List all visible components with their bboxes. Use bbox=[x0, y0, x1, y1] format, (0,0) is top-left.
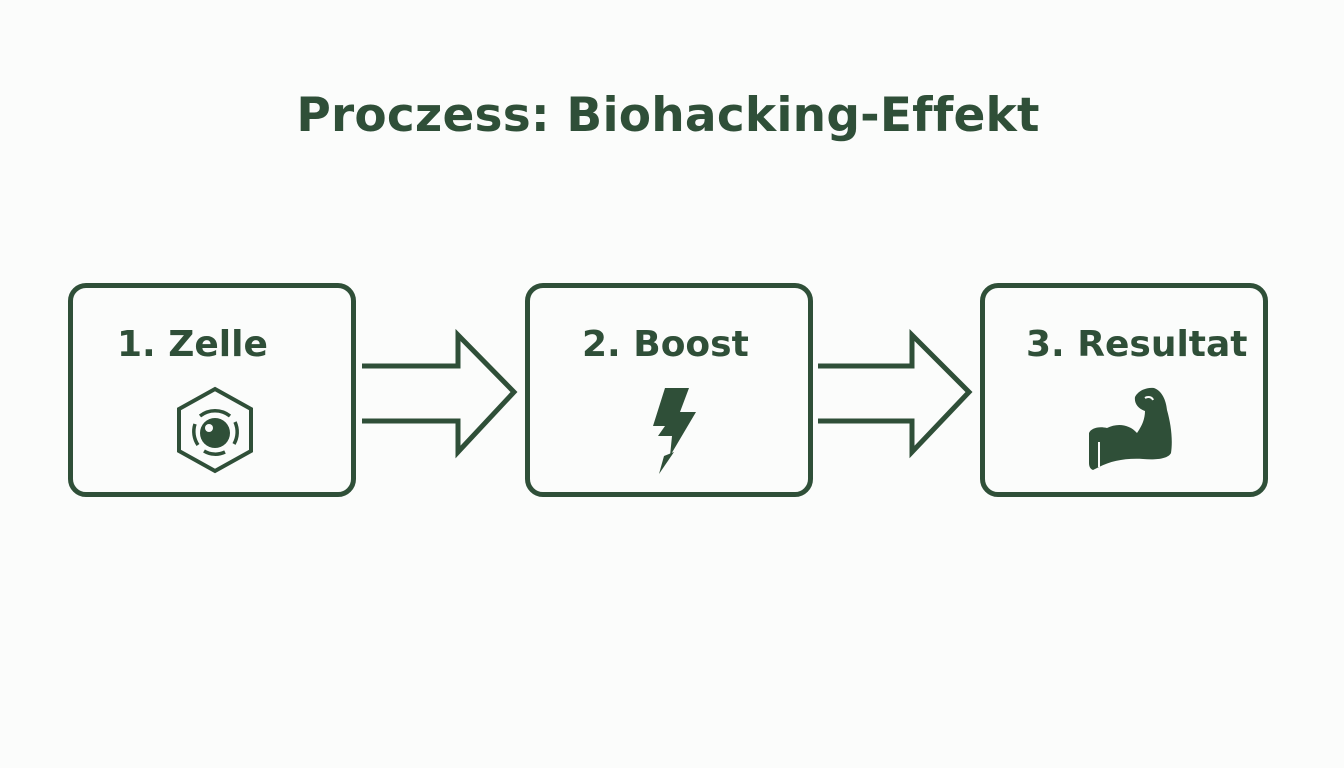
flexed-bicep-icon bbox=[1089, 387, 1172, 470]
step-box-zelle: 1. Zelle bbox=[68, 283, 356, 497]
diagram-title: Proczess: Biohacking-Effekt bbox=[296, 88, 1040, 143]
step-box-boost: 2. Boost bbox=[525, 283, 813, 497]
cell-icon bbox=[177, 386, 253, 474]
arrow-1-to-2 bbox=[362, 328, 518, 459]
step-box-resultat: 3. Resultat bbox=[980, 283, 1268, 497]
step-label: 2. Boost bbox=[582, 324, 749, 365]
step-label: 3. Resultat bbox=[1026, 324, 1248, 365]
lightning-icon bbox=[653, 388, 696, 474]
arrow-2-to-3 bbox=[818, 328, 973, 459]
step-label: 1. Zelle bbox=[117, 324, 268, 365]
